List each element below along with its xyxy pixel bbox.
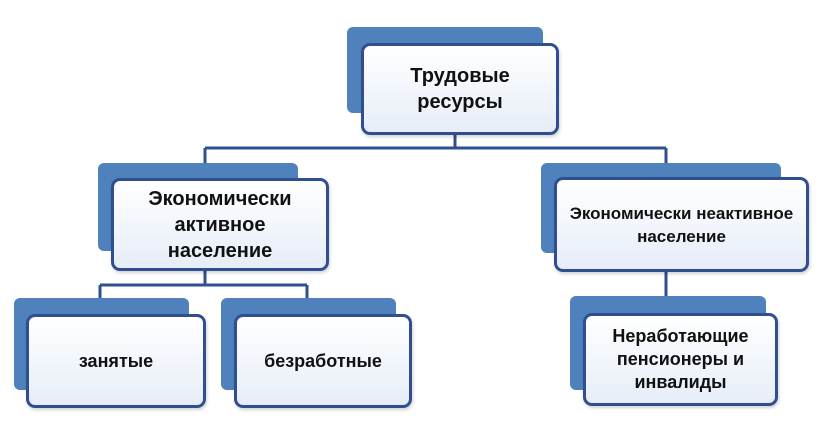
connector-root-to-branches bbox=[203, 133, 668, 163]
connector-active-to-children bbox=[98, 270, 309, 298]
node-label: Трудовые ресурсы bbox=[410, 65, 510, 113]
node-label: Экономически активное население bbox=[148, 187, 292, 262]
node-label: занятые bbox=[78, 351, 154, 371]
node-label: Неработающие пенсионеры и инвалиды bbox=[612, 326, 749, 392]
node-label: Экономически неактивное население bbox=[569, 203, 794, 246]
node-label: безработные bbox=[264, 351, 382, 371]
